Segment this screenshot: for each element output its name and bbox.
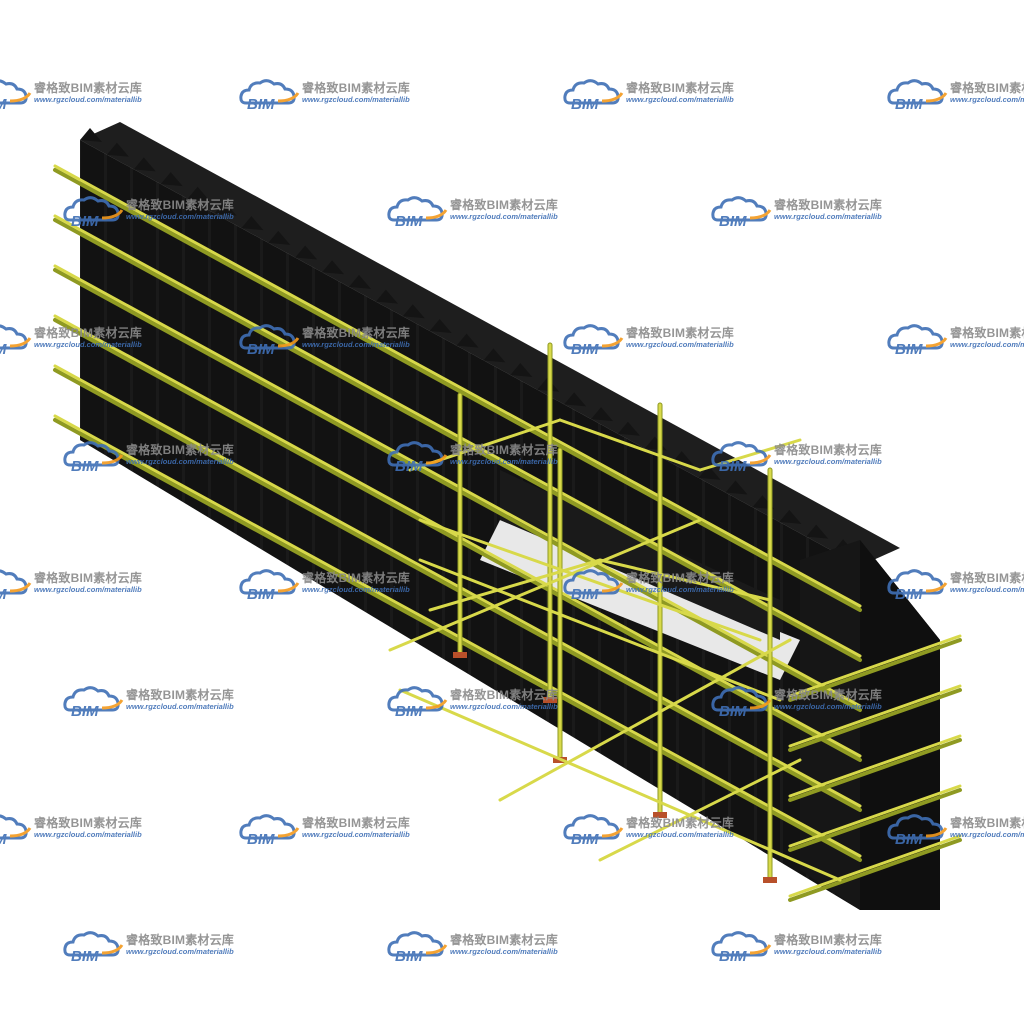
return-waler-pipe	[788, 834, 962, 898]
return-waler-pipe	[788, 734, 962, 798]
wall-tooth	[806, 524, 829, 539]
wall-tooth	[322, 260, 345, 275]
return-waler-shadow	[788, 638, 962, 702]
waler-shadow	[53, 168, 862, 612]
scaffold-ledger	[498, 638, 792, 802]
return-waler-pipe	[788, 634, 962, 698]
wall-tooth	[187, 186, 210, 201]
wall-tooth	[483, 348, 506, 363]
return-wall-walers	[788, 634, 962, 902]
scaffold-transom	[598, 558, 772, 602]
scaffold-base-plate	[653, 812, 667, 818]
scaffold-base-plate	[453, 652, 467, 658]
wall-tooth	[214, 201, 237, 216]
scaffold-ledger	[388, 518, 702, 652]
scaffold-transom	[558, 418, 702, 472]
wall-tooth	[133, 157, 156, 172]
waler-pipe	[53, 164, 862, 608]
return-waler-shadow	[788, 688, 962, 752]
wall-tooth	[348, 274, 371, 289]
scaffold-ledger	[398, 688, 842, 882]
return-waler-shadow	[788, 788, 962, 852]
wall-tooth	[295, 245, 318, 260]
wall-tooth	[564, 392, 587, 407]
wall-tooth	[779, 509, 802, 524]
long-wall-formwork	[80, 122, 900, 910]
wall-tooth	[617, 421, 640, 436]
scaffold-base-plate	[543, 697, 557, 703]
wall-tooth	[106, 142, 129, 157]
wall-tooth	[160, 172, 183, 187]
return-waler-shadow	[788, 738, 962, 802]
wall-tooth	[725, 480, 748, 495]
return-waler-shadow	[788, 838, 962, 902]
scaffold-transom	[428, 558, 602, 612]
return-waler-pipe	[788, 784, 962, 848]
wall-tooth	[375, 289, 398, 304]
scaffold-frame	[388, 342, 842, 883]
wall-tooth	[510, 363, 533, 378]
wall-tooth	[241, 216, 264, 231]
wall-tooth	[80, 128, 102, 142]
wall-tooth	[429, 318, 452, 333]
scaffold-ledger	[418, 558, 782, 702]
scaffold-ledger	[598, 758, 802, 862]
wall-tooth	[268, 230, 291, 245]
scaffold-base-plate	[763, 877, 777, 883]
wall-tooth	[591, 407, 614, 422]
return-waler-pipe	[788, 684, 962, 748]
wall-tooth	[698, 465, 721, 480]
wall-tooth	[402, 304, 425, 319]
wall-tooth	[456, 333, 479, 348]
